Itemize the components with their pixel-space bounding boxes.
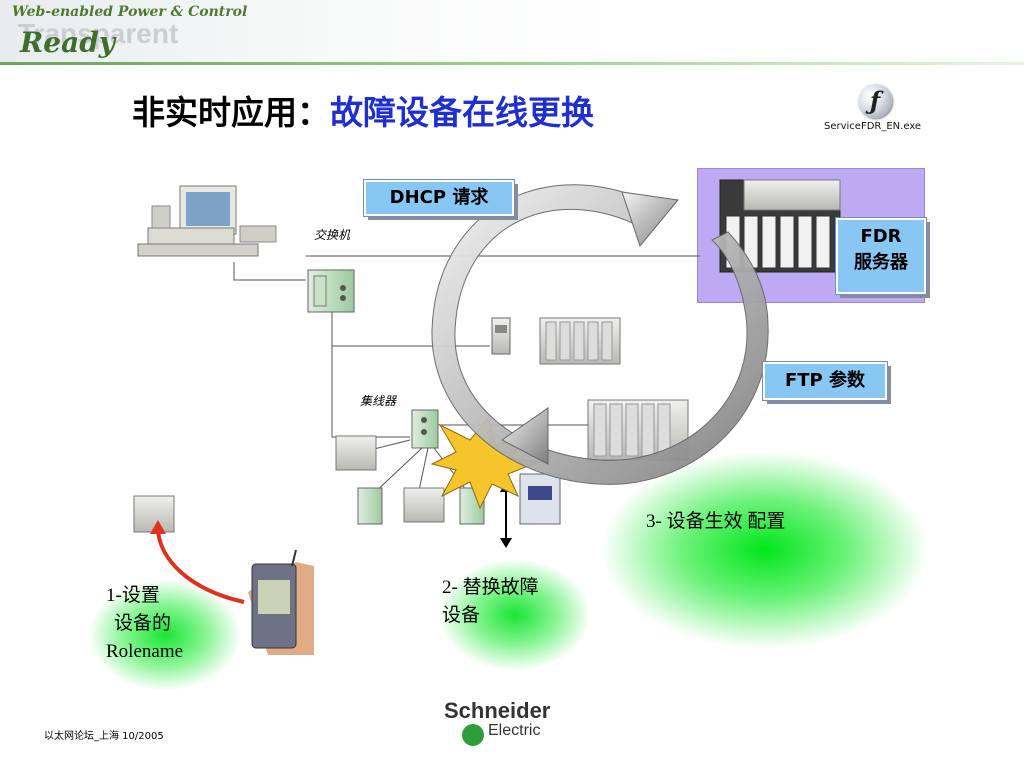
schneider-logo-icon bbox=[462, 724, 484, 746]
remote-io-device bbox=[133, 495, 175, 533]
brand-electric: Electric bbox=[488, 722, 541, 739]
fdr-server-rack bbox=[719, 179, 841, 273]
header-rule bbox=[0, 62, 1024, 65]
computer-icon bbox=[137, 185, 277, 257]
fdr-label-line2: 服务器 bbox=[854, 252, 908, 273]
step1-note: 1-设置 设备的 Rolename bbox=[106, 582, 183, 666]
slide-title: 非实时应用：故障设备在线更换 bbox=[132, 86, 594, 134]
flash-file-icon[interactable]: ƒ bbox=[858, 84, 892, 118]
step2-line1: 2- 替换故障 bbox=[442, 577, 539, 598]
ftp-params-label: FTP 参数 bbox=[762, 361, 888, 401]
cycle-arrow bbox=[431, 184, 769, 485]
configure-arrow bbox=[156, 529, 245, 604]
step1-line2: 设备的 bbox=[114, 613, 172, 634]
step2-note: 2- 替换故障 设备 bbox=[442, 574, 539, 630]
step1-line1: 1-设置 bbox=[106, 585, 160, 606]
modem-device bbox=[491, 317, 511, 355]
dhcp-request-label: DHCP 请求 bbox=[363, 179, 515, 217]
step1-line3: Rolename bbox=[106, 641, 184, 662]
fdr-server-label: FDR 服务器 bbox=[835, 217, 927, 295]
title-highlight: 故障设备在线更换 bbox=[330, 93, 594, 132]
io-module-3 bbox=[403, 487, 445, 523]
hub-label: 集线器 bbox=[360, 394, 397, 408]
brand-name: Schneider bbox=[444, 698, 551, 723]
footer-text: 以太网论坛_上海 10/2005 bbox=[44, 731, 164, 742]
logo-transparent: Transparent bbox=[18, 18, 179, 49]
step3-note: 3- 设备生效 配置 bbox=[646, 511, 786, 532]
step3-glow bbox=[600, 450, 930, 650]
step1-glow bbox=[90, 580, 240, 690]
plc-rack-1 bbox=[539, 317, 621, 365]
io-module-2 bbox=[357, 487, 383, 525]
hub-device bbox=[411, 409, 439, 449]
switch-device bbox=[307, 269, 355, 313]
drive-device bbox=[519, 473, 561, 525]
fdr-label-line1: FDR bbox=[860, 226, 902, 247]
header-band bbox=[0, 0, 1024, 64]
header-tagline: Web-enabled Power & Control bbox=[12, 4, 248, 20]
io-module-1 bbox=[335, 435, 377, 471]
logo-ready: Ready bbox=[20, 26, 116, 59]
exe-label: ServiceFDR_EN.exe bbox=[824, 121, 922, 132]
step2-line2: 设备 bbox=[442, 605, 481, 626]
title-prefix: 非实时应用： bbox=[132, 93, 330, 132]
step2-glow bbox=[440, 560, 590, 670]
switch-label: 交换机 bbox=[314, 228, 351, 242]
pda-device bbox=[248, 549, 314, 655]
network-lines bbox=[233, 255, 700, 496]
